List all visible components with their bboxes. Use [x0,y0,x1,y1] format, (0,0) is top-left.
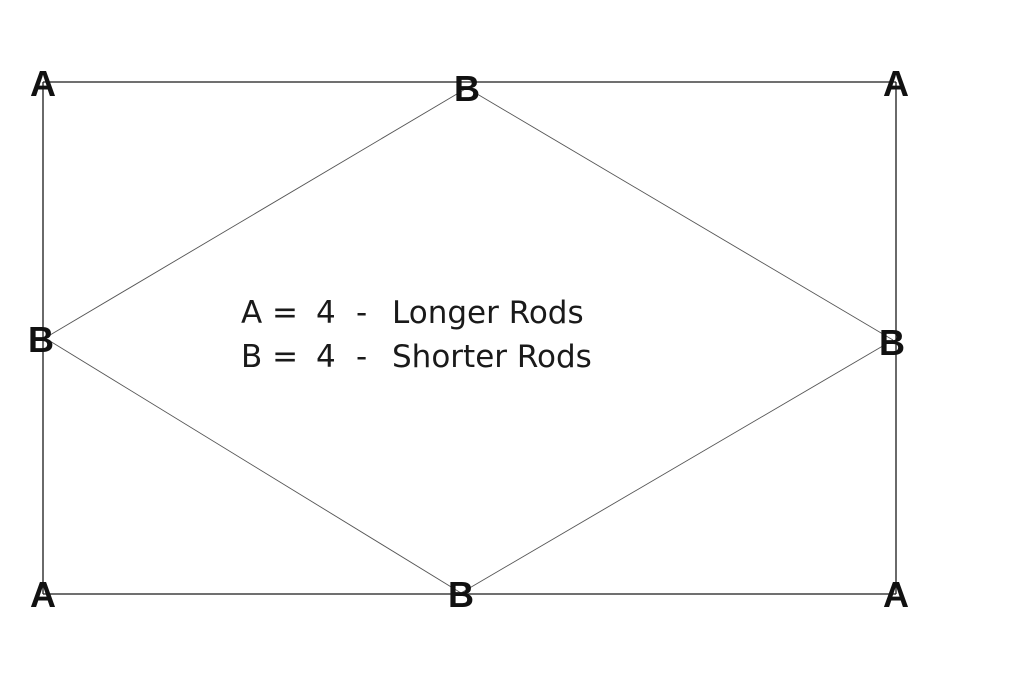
legend-a-description: Longer Rods [392,295,584,331]
diamond-edge-top-left [44,87,468,339]
legend-row-a: A = 4 - Longer Rods [241,295,584,331]
label-b-left: B [28,319,54,360]
label-a-top-right: A [883,63,909,104]
legend-a-dash: - [356,295,367,331]
diamond-edge-bottom-left [44,337,462,594]
legend-b-description: Shorter Rods [392,339,592,375]
legend-row-b: B = 4 - Shorter Rods [241,339,592,375]
legend-b-count: 4 [316,339,336,375]
label-b-right: B [879,322,905,363]
diamond-edge-bottom-right [460,339,894,594]
inner-diamond [44,87,894,594]
label-a-bottom-left: A [30,574,56,615]
legend-b-symbol: B = [241,339,298,375]
label-b-bottom: B [448,574,474,615]
legend-a-symbol: A = [241,295,298,331]
label-a-top-left: A [30,63,56,104]
diamond-edge-top-right [466,87,894,341]
legend-b-dash: - [356,339,367,375]
legend-a-count: 4 [316,295,336,331]
legend: A = 4 - Longer Rods B = 4 - Shorter Rods [241,295,592,375]
outer-frame [42,81,897,595]
label-a-bottom-right: A [883,574,909,615]
label-b-top: B [454,68,480,109]
